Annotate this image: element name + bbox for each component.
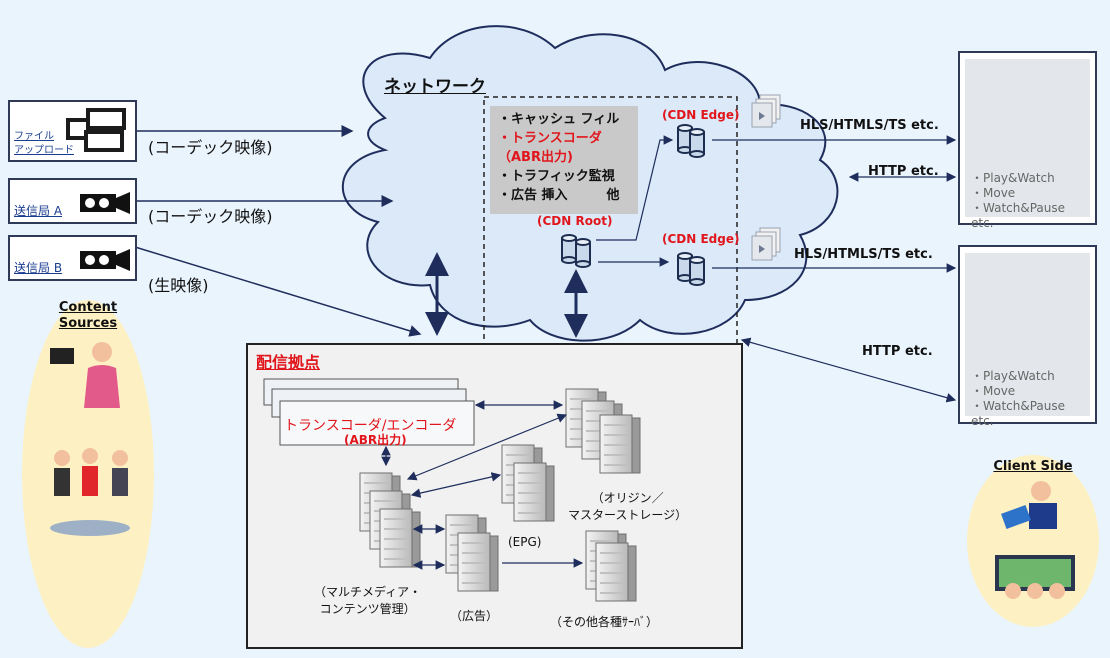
center-diagram <box>263 378 641 602</box>
distribution-center-panel: 配信拠点 トランスコーダ/エンコーダ (ABR出力) （オリジン／ マスタースト… <box>246 343 743 649</box>
client-box-1: ・Play&Watch ・Move ・Watch&Pause etc. <box>958 51 1097 230</box>
menu-item-ad-insert: ・広告 挿入 他 <box>498 188 620 203</box>
cdn-root-storage-icon <box>561 234 591 268</box>
distribution-center-title: 配信拠点 <box>256 353 321 372</box>
transcoder-label: トランスコーダ/エンコーダ <box>284 418 457 434</box>
menu-item-abr: （ABR出力) <box>498 150 573 165</box>
media-stack-icon-1 <box>751 94 781 128</box>
cdn-edge-label-2: (CDN Edge) <box>662 232 740 246</box>
raw-video-label: (生映像) <box>148 276 209 295</box>
client-side-oval: Client Side <box>967 455 1099 627</box>
multimedia-label: （マルチメディア・ コンテンツ管理） <box>314 585 422 616</box>
film-strip-icon <box>66 108 126 152</box>
abr-label: (ABR出力) <box>344 433 407 447</box>
reporter-people-icon <box>50 342 130 536</box>
feature-pause: ・Watch&Pause etc. <box>971 399 1066 428</box>
content-sources-title: Content Sources <box>58 300 118 331</box>
cdn-feature-menu: ・キャッシュ フィル ・トランスコーダ （ABR出力) ・トラフィック監視 ・広… <box>490 106 638 214</box>
station-a-source: 送信局 A <box>8 178 137 224</box>
client-features-2: ・Play&Watch ・Move ・Watch&Pause etc. <box>971 369 1090 429</box>
codec-video-label-1: (コーデック映像) <box>148 138 273 157</box>
station-a-label: 送信局 A <box>14 204 63 218</box>
epg-label: (EPG) <box>508 535 542 549</box>
cdn-edge-1-storage-icon <box>677 124 705 158</box>
menu-item-traffic-monitor: ・トラフィック監視 <box>498 169 615 184</box>
feature-play: ・Play&Watch <box>971 171 1055 185</box>
feature-play: ・Play&Watch <box>971 369 1055 383</box>
http-label-2: HTTP etc. <box>862 344 933 359</box>
codec-video-label-2: (コーデック映像) <box>148 207 273 226</box>
media-stack-icon-2 <box>751 227 781 261</box>
menu-item-transcoder: ・トランスコーダ <box>498 131 602 146</box>
client-side-title: Client Side <box>993 459 1073 474</box>
video-camera-icon <box>80 249 130 271</box>
client-box-2-inner: ・Play&Watch ・Move ・Watch&Pause etc. <box>965 253 1090 428</box>
feature-move: ・Move <box>971 384 1016 398</box>
origin-storage-label: （オリジン／ マスターストレージ） <box>568 491 688 522</box>
feature-pause: ・Watch&Pause etc. <box>971 201 1066 230</box>
ad-server-label: （広告） <box>450 609 499 623</box>
client-box-1-inner: ・Play&Watch ・Move ・Watch&Pause etc. <box>965 59 1090 230</box>
station-b-source: 送信局 B <box>8 235 137 281</box>
viewers-icon <box>995 481 1075 599</box>
cdn-edge-label-1: (CDN Edge) <box>662 108 740 122</box>
client-box-2: ・Play&Watch ・Move ・Watch&Pause etc. <box>958 245 1097 428</box>
other-servers-label: （その他各種ｻｰﾊﾞ） <box>550 615 659 629</box>
network-title: ネットワーク <box>384 77 486 97</box>
http-label-1: HTTP etc. <box>868 164 939 179</box>
feature-move: ・Move <box>971 186 1016 200</box>
cdn-edge-2-storage-icon <box>677 252 705 286</box>
file-upload-label: ファイル アップロード <box>14 131 74 156</box>
video-camera-icon <box>80 192 130 214</box>
file-upload-source: ファイル アップロード <box>8 100 137 162</box>
client-features-1: ・Play&Watch ・Move ・Watch&Pause etc. <box>971 171 1090 231</box>
cdn-root-label: (CDN Root) <box>537 214 613 228</box>
content-sources-oval: Content Sources <box>22 300 154 648</box>
hls-label-2: HLS/HTMLS/TS etc. <box>794 247 933 262</box>
hls-label-1: HLS/HTMLS/TS etc. <box>800 118 939 133</box>
station-b-label: 送信局 B <box>14 261 63 275</box>
menu-item-cache-fill: ・キャッシュ フィル <box>498 112 620 127</box>
